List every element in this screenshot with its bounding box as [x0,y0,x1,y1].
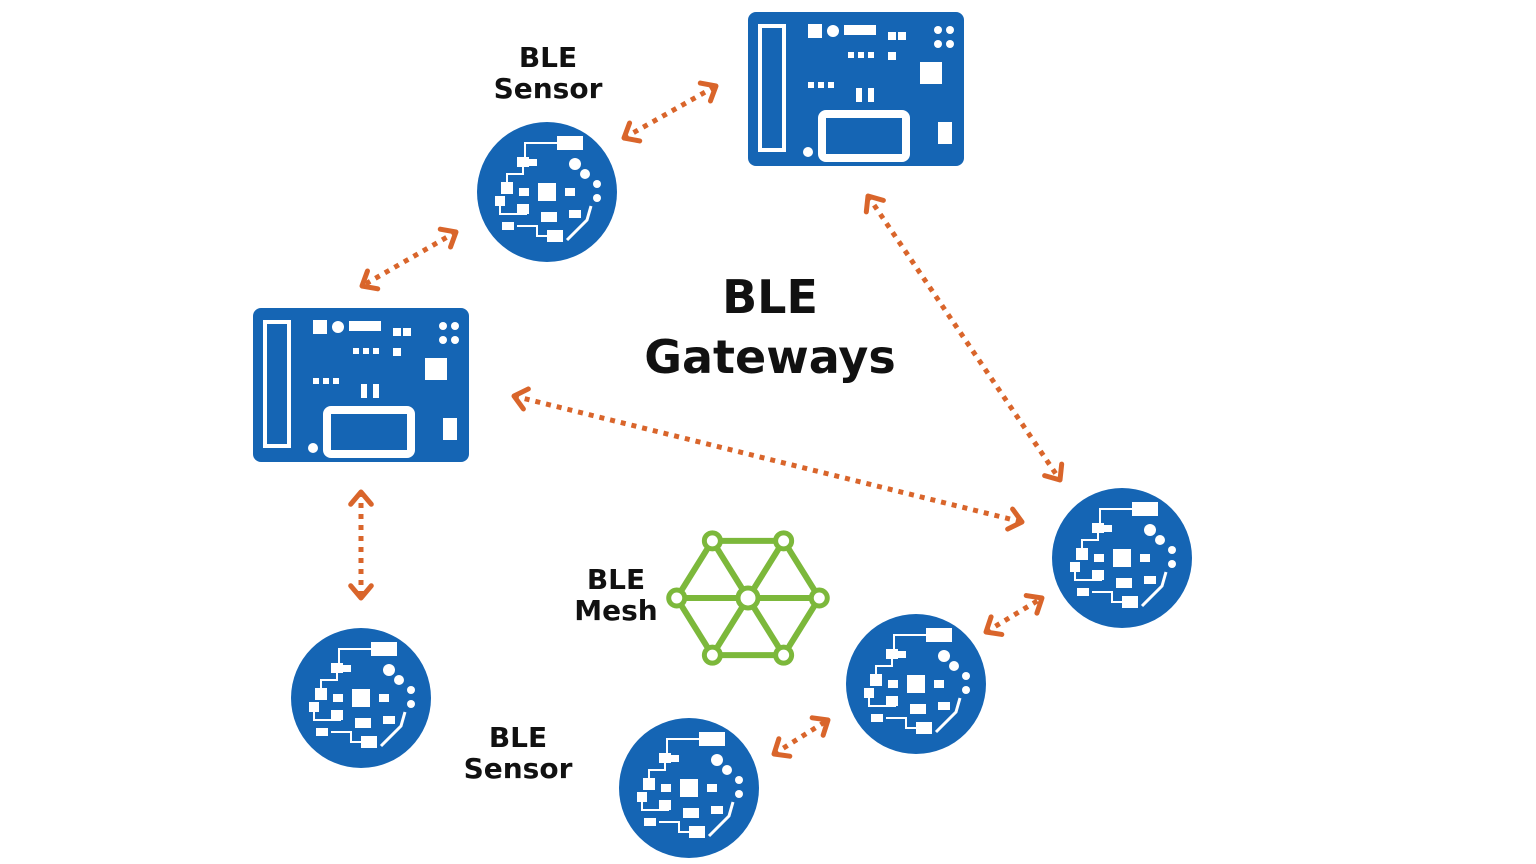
title-line1: BLE [722,270,818,324]
mesh-label: BLE Mesh [556,564,676,627]
sensor-top-sensor-board [475,120,619,264]
sensor-mid-sensor-board [844,612,988,756]
arrow-sensor-top-to-gateway-left [359,226,459,292]
arrow-head [511,386,531,412]
arrow-head [621,120,643,144]
sensor-label-bottom-line2: Sensor [463,752,573,786]
mesh-label-line2: Mesh [574,594,658,628]
mesh-label-line1: BLE [586,563,646,596]
arrow-sensor-mid-to-sensor-right [983,593,1045,637]
arrow-head [359,268,381,292]
arrow-sensor-bottom-to-sensor-mid [771,715,831,759]
mesh-node [701,644,723,666]
connection-arrows [348,80,1065,759]
gateway-left-gateway-board [253,308,469,462]
arrow-head [697,80,719,104]
arrow-head [348,489,374,507]
arrow-head [437,226,459,250]
diagram-title: BLE Gateways [610,268,930,388]
arrow-head [809,715,831,738]
sensor-label-top-line1: BLE [518,41,578,74]
sensor-label-bottom-line1: BLE [488,721,548,754]
arrow-gateway-top-to-sensor-right [863,193,1065,483]
arrow-head [863,193,886,215]
mesh-node [773,644,795,666]
sensor-label-top-line2: Sensor [493,72,603,106]
sensor-left-sensor-board [289,626,433,770]
arrow-head [348,583,374,601]
mesh-node [773,530,795,552]
arrow-gateway-left-to-sensor-left [348,489,374,601]
arrow-head [1005,506,1025,532]
title-line2: Gateways [644,329,896,384]
sensor-label-top: BLE Sensor [478,42,618,105]
gateway-top-gateway-board [748,12,964,166]
arrow-sensor-top-to-gateway-top [621,80,719,144]
mesh-node [701,530,723,552]
sensor-label-bottom: BLE Sensor [448,722,588,785]
arrow-head [771,736,793,759]
arrow-head [983,614,1005,637]
mesh-node [735,585,761,611]
sensor-bottom-sensor-board [617,716,761,860]
arrow-head [1042,461,1065,483]
mesh-node [666,587,688,609]
sensor-right-sensor-board [1050,486,1194,630]
mesh-node [808,587,830,609]
arrow-head [1023,593,1045,616]
mesh-network-icon [666,530,830,666]
arrow-gateway-left-to-sensor-right [511,386,1025,532]
